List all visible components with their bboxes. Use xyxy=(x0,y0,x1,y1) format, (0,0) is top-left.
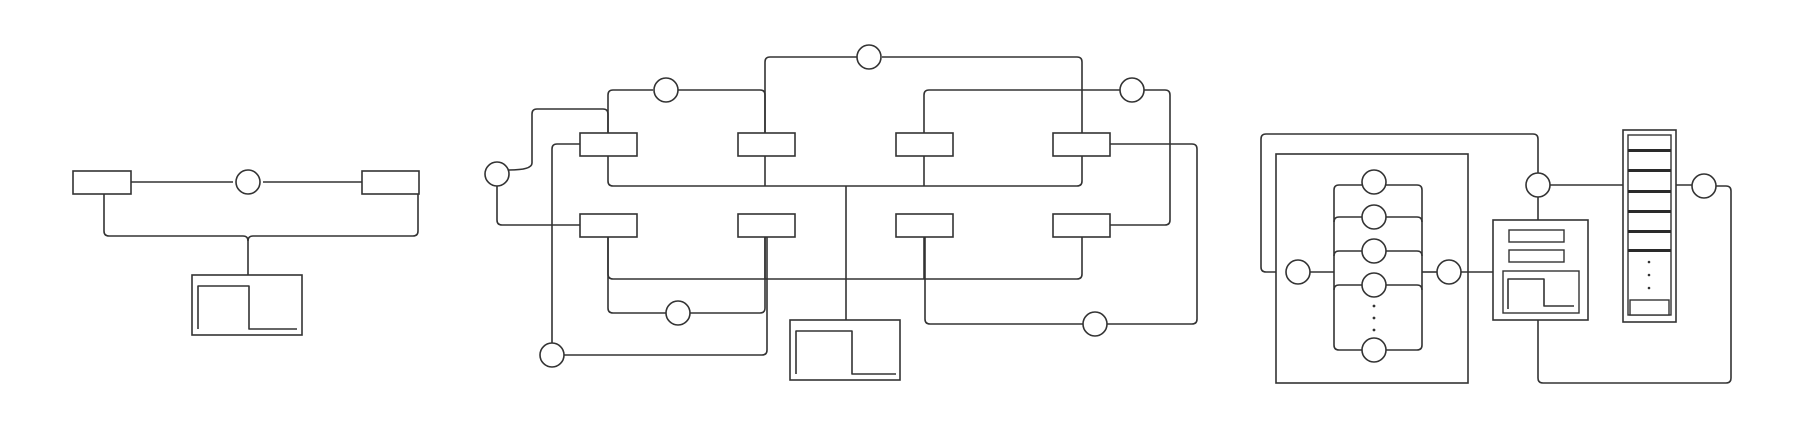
wire xyxy=(1107,143,1198,325)
node-circle xyxy=(235,169,261,195)
node-circle xyxy=(856,44,882,70)
scope-display xyxy=(1492,219,1589,321)
wire xyxy=(607,89,653,133)
node-circle xyxy=(1361,238,1387,264)
wire xyxy=(882,56,1083,133)
wire xyxy=(496,186,580,226)
scope-display xyxy=(191,274,303,336)
block xyxy=(579,213,638,238)
node-circle xyxy=(1361,169,1387,195)
node-circle xyxy=(665,300,691,326)
wire xyxy=(551,143,580,343)
node-circle xyxy=(484,161,510,187)
node-circle xyxy=(1691,173,1717,199)
ellipsis-dot xyxy=(1372,328,1376,332)
wire xyxy=(607,156,1083,187)
wire xyxy=(607,237,1083,280)
node-circle xyxy=(653,77,679,103)
node-circle xyxy=(1525,172,1551,198)
panel-left xyxy=(72,169,420,336)
node-circle xyxy=(539,342,565,368)
block xyxy=(579,132,638,157)
block xyxy=(1052,132,1111,157)
wire xyxy=(247,194,419,242)
wire xyxy=(678,89,766,133)
block xyxy=(1052,213,1111,238)
node-circle xyxy=(1361,204,1387,230)
wire xyxy=(764,56,857,133)
register-stack xyxy=(1622,129,1677,323)
wire xyxy=(563,237,768,356)
wire xyxy=(924,237,1083,325)
wire xyxy=(103,194,249,275)
block xyxy=(895,213,954,238)
node-circle xyxy=(1361,272,1387,298)
node-circle xyxy=(1082,311,1108,337)
block xyxy=(361,170,420,195)
wire xyxy=(607,237,666,314)
node-circle xyxy=(1119,77,1145,103)
ellipsis-dot xyxy=(1372,304,1376,308)
ellipsis-dot xyxy=(1372,316,1376,320)
wire xyxy=(1110,89,1171,226)
block xyxy=(72,170,132,195)
node-circle xyxy=(1285,259,1311,285)
wire xyxy=(1333,184,1423,351)
node-circle xyxy=(1436,259,1462,285)
scope-display xyxy=(789,319,901,381)
wire xyxy=(508,108,609,171)
block xyxy=(737,132,796,157)
node-circle xyxy=(1361,337,1387,363)
wire xyxy=(1260,133,1539,273)
block xyxy=(737,213,796,238)
wire xyxy=(1537,185,1732,384)
wire xyxy=(690,237,766,314)
panel-right xyxy=(1260,129,1732,384)
block xyxy=(895,132,954,157)
wire xyxy=(923,89,1120,133)
panel-middle xyxy=(484,44,1198,381)
